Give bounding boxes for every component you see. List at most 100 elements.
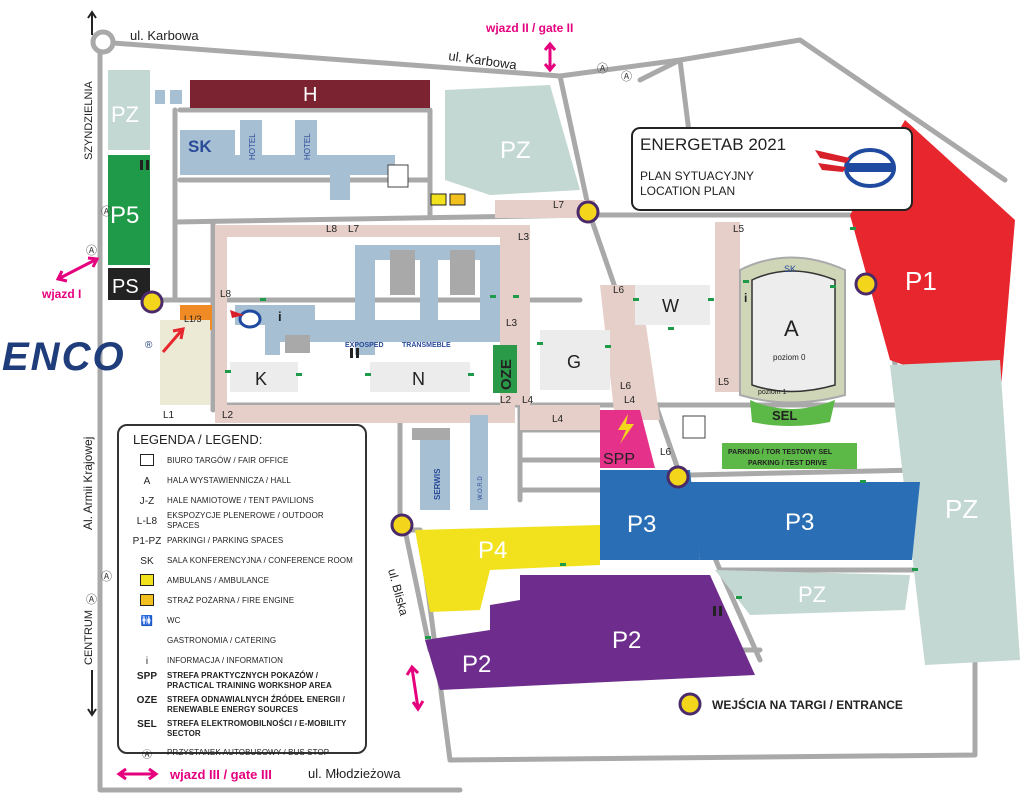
building-h xyxy=(190,80,430,108)
street-armii-krajowej: Al. Armii Krajowej xyxy=(81,437,95,530)
label-p5: P5 xyxy=(110,202,139,229)
legend-key: SEL xyxy=(137,719,157,730)
label-p1: P1 xyxy=(905,266,937,296)
roundabout xyxy=(90,29,116,55)
label-hotel-1: HOTEL xyxy=(248,133,257,160)
catering-icon xyxy=(387,164,706,439)
label-n: N xyxy=(412,369,425,389)
legend-text: Biuro targów / Fair office xyxy=(167,456,289,465)
parking-sel xyxy=(722,443,857,469)
label-exposped: EXPOSPED xyxy=(345,342,384,349)
label-l8-b: L8 xyxy=(220,289,232,300)
tent-g xyxy=(540,330,610,390)
legend-key: Ⓐ xyxy=(141,749,153,761)
header-title: ENERGETAB 2021 xyxy=(640,135,786,154)
legend-key: J-Z xyxy=(139,495,155,507)
bus-stop-icon: Ⓐ xyxy=(86,593,97,606)
legend-text: Hale namiotowe / Tent pavilions xyxy=(167,496,314,505)
bus-stop-icon: Ⓐ xyxy=(86,244,97,257)
entrance-label: WEJŚCIA NA TARGI / ENTRANCE xyxy=(712,697,903,712)
label-oze: OZE xyxy=(498,359,515,390)
label-l4-c: L4 xyxy=(624,395,636,406)
legend-key: OZE xyxy=(136,695,158,706)
legend: LEGENDA / LEGEND: Biuro targów / Fair of… xyxy=(117,424,367,761)
gate-3-label: wjazd III / gate III xyxy=(169,767,272,782)
zone-pz-upper xyxy=(445,85,580,195)
label-p2-left: P2 xyxy=(462,651,491,678)
label-l8-a: L8 xyxy=(326,224,338,235)
legend-item: SPP Strefa praktycznych pokazów / Practic… xyxy=(127,671,357,695)
ambulance-icon xyxy=(430,193,447,206)
zone-p3-left xyxy=(600,470,700,560)
label-l6-a: L6 xyxy=(613,285,625,296)
label-word: W.O.R.D xyxy=(478,476,484,500)
label-l6-b: L6 xyxy=(620,381,632,392)
street-centrum: CENTRUM xyxy=(83,610,95,665)
label-l3-top: L3 xyxy=(518,232,530,243)
hotel-complex xyxy=(180,120,395,200)
tent-w xyxy=(635,285,710,325)
small-block xyxy=(155,90,165,104)
legend-text: Strefa praktycznych pokazów / Practical … xyxy=(167,671,332,690)
legend-item: L-L8Ekspozycje plenerowe / Outdoor space… xyxy=(127,511,357,531)
tent-n xyxy=(370,362,470,392)
header-subtitle-1: PLAN SYTUACYJNY xyxy=(640,169,754,183)
zone-p5 xyxy=(108,155,150,265)
legend-key: A xyxy=(143,475,151,487)
label-g: G xyxy=(567,352,581,372)
fire-engine-icon xyxy=(127,593,167,609)
fair-office-icon xyxy=(127,453,167,469)
word-building xyxy=(470,415,488,510)
label-l4-b: L4 xyxy=(552,414,564,425)
label-poziom-1: poziom 1 xyxy=(758,389,787,396)
legend-key: SPP xyxy=(136,671,158,682)
legend-key: L-L8 xyxy=(136,515,158,527)
label-l1-3: L1/3 xyxy=(184,314,202,324)
legend-key: P1-PZ xyxy=(132,535,162,547)
zone-p2 xyxy=(425,575,755,690)
lightning-icon xyxy=(618,414,634,444)
legend-key: i xyxy=(145,655,149,667)
legend-item: ⒶPrzystanek autobusowy / Bus stop xyxy=(127,743,357,763)
enco-logo-reg: ® xyxy=(145,340,153,351)
legend-text: Gastronomia / Catering xyxy=(167,636,277,645)
label-l1: L1 xyxy=(163,410,175,421)
main-hall-complex xyxy=(235,245,500,355)
wc-icon xyxy=(140,160,722,616)
legend-text: Ambulans / Ambulance xyxy=(167,576,270,585)
legend-title: LEGENDA / LEGEND: xyxy=(133,432,263,447)
direction-arrows xyxy=(87,10,97,717)
bus-stop-icon: Ⓐ xyxy=(101,205,112,218)
gate-2-label: wjazd II / gate II xyxy=(485,21,573,35)
zone-p3-right xyxy=(690,482,920,560)
fair-office-icon xyxy=(230,309,262,329)
label-sel: SEL xyxy=(772,408,797,423)
label-sk: SK xyxy=(188,137,212,156)
legend-text: Strefa odnawialnych źródeł energii / Ren… xyxy=(167,695,345,714)
entry-markers xyxy=(225,227,918,639)
legend-text: Informacja / Information xyxy=(167,656,284,665)
street-mlodziezowa: ul. Młodzieżowa xyxy=(308,766,401,781)
label-spp: SPP xyxy=(603,451,635,468)
label-pz-right: PZ xyxy=(945,494,978,524)
label-serwis: SERWIS xyxy=(433,468,442,500)
label-l7-a: L7 xyxy=(348,224,360,235)
label-hall-a: A xyxy=(784,316,799,341)
legend-item: P1-PZParkingi / Parking spaces xyxy=(127,531,357,551)
legend-text: Hala wystawiennicza / Hall xyxy=(167,476,291,485)
gate-1-label: wjazd I xyxy=(41,287,81,301)
serwis-building xyxy=(420,440,450,510)
outdoor-areas xyxy=(215,200,740,430)
label-pz-bottom: PZ xyxy=(798,582,826,607)
entrances xyxy=(140,200,878,716)
legend-item: SKSala konferencyjna / Conference room xyxy=(127,551,357,571)
label-p3-left: P3 xyxy=(627,511,656,538)
legend-key: SK xyxy=(140,555,154,567)
legend-item: Gastronomia / Catering xyxy=(127,631,357,651)
bus-stop-icon: Ⓐ xyxy=(597,62,608,75)
label-info-hall: i xyxy=(744,291,747,305)
enco-logo-text: ENCO xyxy=(2,336,126,376)
legend-text: Strefa elektromobilności / E-mobility se… xyxy=(167,719,347,738)
label-pz-upper: PZ xyxy=(500,137,531,164)
